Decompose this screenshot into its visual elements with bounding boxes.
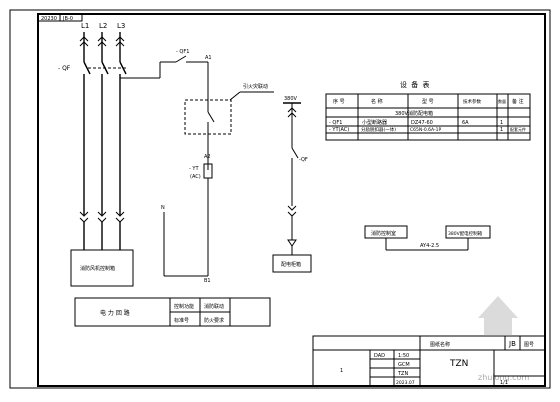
distribution-box — [272, 254, 312, 273]
row1-no: - QF1 — [329, 120, 342, 126]
yt-note: (AC) — [190, 174, 201, 180]
row2-qty: 1 — [500, 127, 503, 133]
drawing-name-value: JB — [508, 340, 516, 348]
distribution-box-label: 配电柜箱 — [281, 261, 301, 268]
title-row4-b: 2023.07 — [396, 380, 415, 386]
title-row2-b: GCM — [398, 362, 410, 368]
fan-control-box — [70, 249, 134, 287]
row1-model: DZ47-60 — [411, 120, 433, 126]
row2-no: - YT(AC) — [329, 127, 349, 133]
control-circuit: - QF1 A1 引火灾联动 A2 - YT (AC) N B1 — [120, 49, 274, 284]
node-n-label: N — [161, 205, 165, 211]
outer-border — [9, 9, 551, 389]
row1-name: 小型断路器 — [362, 119, 387, 126]
control-cell-1: 控制功能 — [174, 303, 194, 310]
control-table-label: 电 力 回 路 — [100, 309, 130, 317]
row2-name: 分励脱扣器(一体) — [361, 126, 396, 133]
control-cell-2: 消防联动 — [204, 303, 224, 310]
bus-link-label: AY4-2.5 — [420, 243, 439, 249]
title-row3-b: TZN — [397, 371, 408, 377]
bus-right-label: 380V配电控制箱 — [448, 230, 483, 237]
title-row1-b: 1:50 — [398, 353, 409, 359]
title-block-frame — [312, 335, 546, 387]
watermark: zhulong.com — [478, 296, 529, 382]
qf1-label: - QF1 — [176, 49, 189, 55]
node-b1-label: B1 — [204, 278, 211, 284]
header-spec: 技术参数 — [463, 98, 481, 105]
sheet-mark: 1/1 — [500, 380, 508, 386]
sheet-tab: 20230 JB-0 — [37, 13, 83, 22]
qf-right-label: -QF — [299, 157, 308, 163]
feeder-380v: 380V -QF — [283, 96, 308, 255]
table-row: - QF1 小型断路器 DZ47-60 6A 1 — [329, 119, 503, 126]
phase-label-l1: L1 — [81, 22, 89, 30]
title-name: TZN — [449, 359, 468, 369]
remote-trigger-label: 引火灾联动 — [243, 83, 268, 90]
drawing-name-label: 图纸名称 — [430, 341, 450, 348]
node-a2-label: A2 — [204, 154, 211, 160]
control-table: 电 力 回 路 控制功能 消防联动 标准号 防火要求 — [74, 297, 271, 327]
row2-model: C65N-0.6A-1P — [410, 127, 441, 133]
drawing-code-label: 图号 — [524, 342, 534, 348]
header-name: 名 称 — [371, 98, 383, 105]
main-breaker-label: - QF — [58, 65, 71, 72]
fan-control-box-label: 消防风机控制箱 — [80, 265, 115, 272]
table-row: - YT(AC) 分励脱扣器(一体) C65N-0.6A-1P 1 配套元件 — [329, 126, 526, 133]
header-model: 型 号 — [422, 98, 434, 105]
title-block: 图纸名称 JB 图号 TZN 1 DAD 1:50 GCM TZN 2023.0… — [312, 335, 546, 387]
sheet-tab-left: 20230 — [41, 16, 57, 22]
inner-frame — [37, 13, 546, 387]
row1-qty: 1 — [500, 120, 503, 126]
bus-left-label: 消防控制室 — [371, 230, 396, 237]
header-note: 备 注 — [512, 98, 524, 105]
control-cell-3: 标准号 — [174, 317, 189, 324]
row2-note: 配套元件 — [510, 126, 526, 132]
table-subtitle: 380V消防配电箱 — [395, 110, 433, 117]
title-mark: 1 — [340, 368, 343, 374]
v380-label: 380V — [284, 96, 298, 102]
equipment-table-title: 设 备 表 — [400, 80, 430, 89]
header-no: 序 号 — [333, 98, 345, 105]
title-row1-a: DAD — [374, 353, 385, 359]
phase-label-l3: L3 — [117, 22, 125, 30]
row1-spec: 6A — [462, 120, 469, 126]
phase-label-l2: L2 — [99, 22, 107, 30]
sheet-tab-right: JB-0 — [62, 16, 73, 22]
bus-diagram: 消防控制室 380V配电控制箱 AY4-2.5 — [364, 225, 491, 251]
node-a1-label: A1 — [205, 55, 212, 61]
yt-label: - YT — [189, 166, 199, 172]
header-qty: 数量 — [498, 98, 506, 104]
watermark-house-icon — [478, 296, 518, 336]
control-table-frame — [74, 297, 271, 327]
three-phase-feeders: L1 L2 L3 - QF — [58, 22, 128, 250]
equipment-table: 设 备 表 序 号 名 称 型 号 技术参数 数量 备 注 380V消防配电箱 … — [325, 80, 531, 141]
watermark-text: zhulong.com — [478, 373, 529, 382]
control-cell-4: 防火要求 — [204, 317, 224, 324]
